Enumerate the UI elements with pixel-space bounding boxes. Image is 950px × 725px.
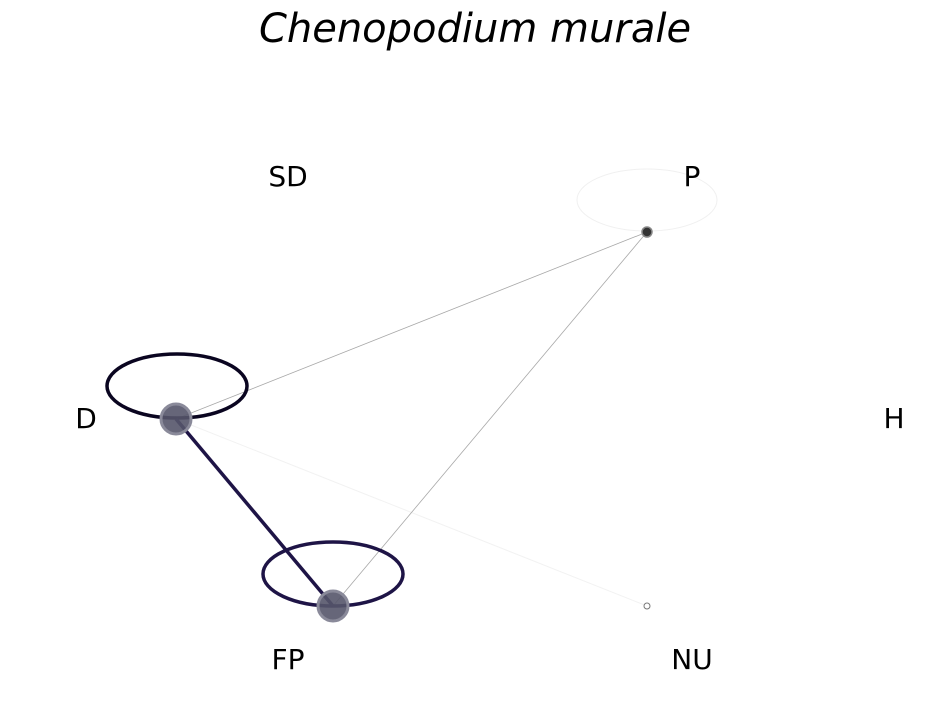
edge-p-d bbox=[175, 231, 648, 420]
node-p bbox=[641, 226, 653, 238]
edge-p-fp bbox=[332, 231, 648, 607]
label-sd: SD bbox=[268, 160, 307, 193]
label-h: H bbox=[883, 402, 904, 435]
diagram-title: Chenopodium murale bbox=[258, 6, 692, 52]
node-d bbox=[159, 402, 193, 436]
label-nu: NU bbox=[671, 643, 712, 676]
label-p: P bbox=[684, 160, 701, 193]
label-d: D bbox=[75, 402, 97, 435]
node-nu bbox=[643, 602, 651, 610]
node-fp bbox=[316, 589, 350, 623]
label-fp: FP bbox=[272, 643, 305, 676]
edge-d-fp bbox=[174, 417, 335, 608]
